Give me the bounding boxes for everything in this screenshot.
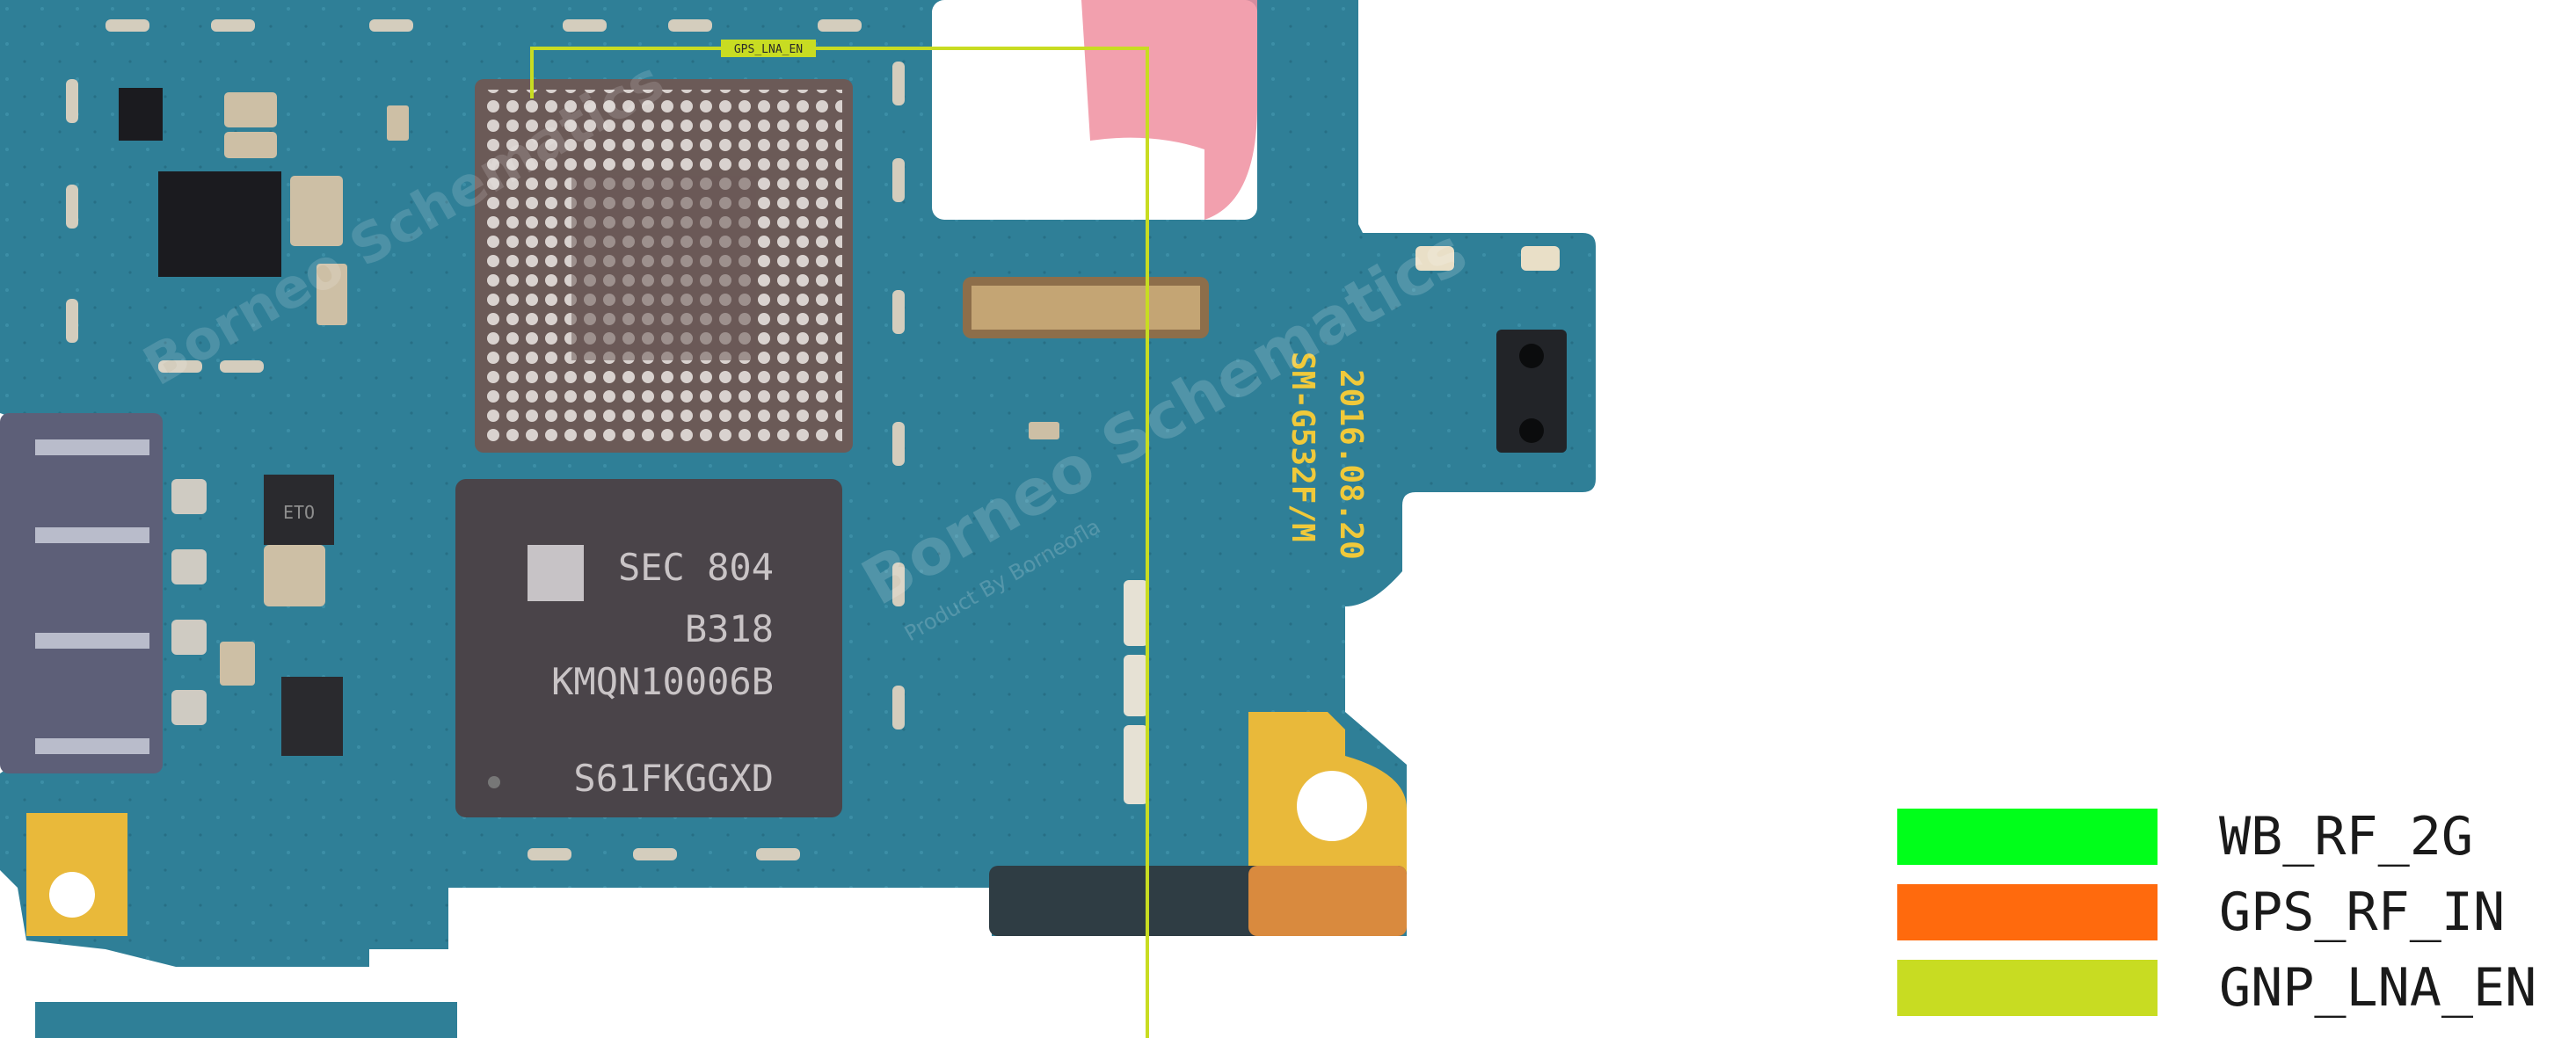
legend-swatch: [1897, 960, 2158, 1016]
emmc-marking-4: S61FKGGXD: [573, 757, 774, 800]
small-ic: [119, 88, 163, 141]
trace-label: GPS_LNA_EN: [734, 43, 803, 56]
emmc-marking-1: SEC 804: [618, 546, 774, 589]
legend-label: GPS_RF_IN: [2219, 882, 2506, 943]
gps-lna-en-trace: GPS_LNA_EN: [530, 40, 1149, 1038]
legend-label: GNP_LNA_EN: [2219, 957, 2537, 1019]
gold-mounting-pad: [1248, 712, 1407, 879]
usb-connector: [0, 413, 207, 773]
legend-item-gps-rf-in: GPS_RF_IN: [1897, 882, 2565, 943]
emmc-marking-3: KMQN10006B: [551, 660, 774, 703]
board-model-silkscreen: SM-G532F/M: [1284, 352, 1321, 542]
soc-bga-footprint: [475, 79, 853, 453]
small-chip-marking: ETO: [283, 502, 315, 523]
emmc-marking-2: B318: [685, 607, 774, 650]
pmic-chip: [158, 171, 281, 277]
emmc-chip: SEC 804 B318 KMQN10006B S61FKGGXD: [455, 479, 842, 817]
flex-cable-gold: [1248, 866, 1407, 936]
legend-swatch: [1897, 809, 2158, 865]
sensor-pads: [1521, 246, 1560, 271]
pcb-board-fragment: [35, 1002, 457, 1038]
legend-swatch: [1897, 884, 2158, 940]
board-to-board-connector: [963, 277, 1209, 338]
passive-components: [220, 92, 1059, 686]
legend-label: WB_RF_2G: [2219, 806, 2473, 867]
side-button-contacts: [1124, 580, 1148, 804]
legend-item-gnp-lna-en: GNP_LNA_EN: [1897, 957, 2565, 1019]
small-ic: [281, 677, 343, 756]
gold-mounting-pad: [26, 813, 127, 936]
legend-item-wb-rf-2g: WB_RF_2G: [1897, 806, 2565, 867]
small-ic: [264, 475, 334, 545]
board-date-silkscreen: 2016.08.20: [1333, 369, 1369, 560]
shield-clip-pads: [66, 19, 905, 860]
proximity-sensor: [1496, 330, 1567, 453]
sensor-pads: [1415, 246, 1454, 271]
